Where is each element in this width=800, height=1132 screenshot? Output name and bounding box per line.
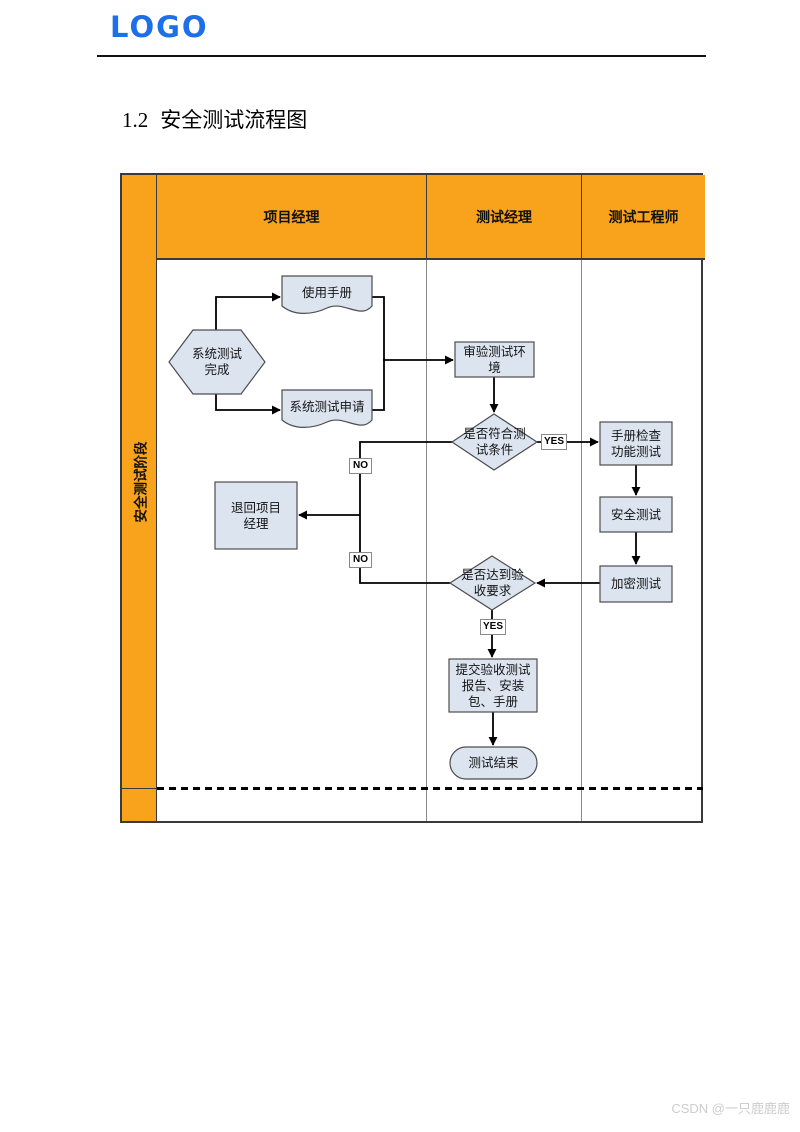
edge-request-merge <box>372 359 385 411</box>
phase-boundary-dashed-line <box>157 787 703 790</box>
section-number: 1.2 <box>122 108 149 132</box>
lane-header-test-manager: 测试经理 <box>427 175 582 260</box>
node-return-to-pm: 退回项目 经理 <box>230 500 281 531</box>
decision-meets-acceptance-shape <box>448 555 537 611</box>
node-manual-check-function-test: 手册检查 功能测试 <box>610 428 661 459</box>
process-encryption-test-shape <box>599 565 673 603</box>
phase-sidebar: 安全测试阶段 <box>122 175 157 821</box>
terminator-test-end-shape <box>449 746 538 780</box>
connectors <box>215 292 641 746</box>
section-heading: 1.2 安全测试流程图 <box>122 104 307 134</box>
edge-label-yes-1: YES <box>541 434 567 450</box>
process-submit-deliverables-shape <box>448 658 538 713</box>
edge-label-no-2: NO <box>349 552 372 568</box>
node-review-test-env: 审验测试环 境 <box>463 344 526 375</box>
swimlane-flowchart: 安全测试阶段 项目经理 测试经理 测试工程师 <box>120 173 705 823</box>
node-user-manual: 使用手册 <box>301 286 352 300</box>
lane-separator-2 <box>581 260 582 821</box>
edge-no-rail <box>359 441 452 584</box>
header-divider <box>97 55 706 57</box>
section-title: 安全测试流程图 <box>160 108 308 132</box>
lane-separator-1 <box>426 260 427 821</box>
hexagon-system-test-done-shape <box>168 329 266 395</box>
edge-label-yes-2: YES <box>480 619 506 635</box>
node-submit-deliverables: 提交验收测试 报告、安装 包、手册 <box>455 662 531 709</box>
sidebar-row-divider <box>122 788 157 789</box>
flowchart-graphics <box>168 275 673 780</box>
node-meets-acceptance: 是否达到验 收要求 <box>461 568 524 598</box>
node-security-test: 安全测试 <box>610 507 661 522</box>
node-encryption-test: 加密测试 <box>610 577 661 591</box>
process-return-to-pm-shape <box>214 481 298 550</box>
node-meets-test-conditions: 是否符合测 试条件 <box>463 427 526 457</box>
process-security-test-shape <box>599 496 673 533</box>
edge-label-no-1: NO <box>349 458 372 474</box>
edge-manual-merge <box>372 296 385 361</box>
edge-done-to-request <box>215 394 281 415</box>
decision-meets-test-conditions-shape <box>450 413 539 471</box>
node-test-end: 测试结束 <box>468 756 519 770</box>
node-system-test-request: 系统测试申请 <box>289 400 365 414</box>
process-manual-check-shape <box>599 421 673 466</box>
edge-done-to-manual <box>215 292 281 330</box>
document-user-manual-shape <box>281 275 373 314</box>
document-system-test-request-shape <box>281 389 373 428</box>
lane-header-test-engineer: 测试工程师 <box>582 175 705 260</box>
process-review-test-env-shape <box>454 341 535 378</box>
logo: LOGO <box>110 10 209 44</box>
nodes <box>168 275 673 780</box>
watermark: CSDN @一只鹿鹿鹿 <box>671 1101 790 1116</box>
lane-header-project-manager: 项目经理 <box>157 175 427 260</box>
node-system-test-done: 系统测试 完成 <box>191 347 242 377</box>
